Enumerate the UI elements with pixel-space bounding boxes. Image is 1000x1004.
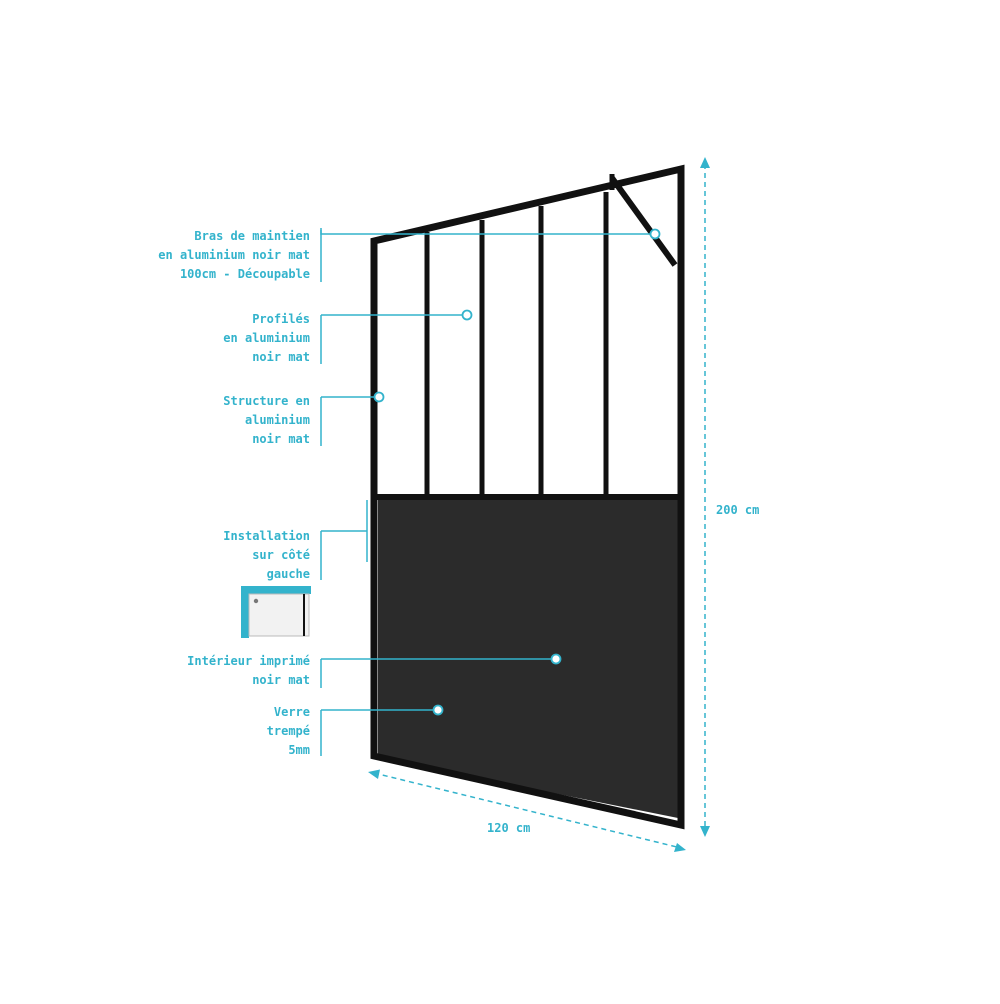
shower-tray-plan-icon: [241, 586, 311, 638]
tray-wall-left: [241, 586, 249, 638]
label-texts: Bras de maintien en aluminium noir mat 1…: [158, 229, 310, 757]
label-structure-2: aluminium: [245, 413, 310, 427]
width-label: 120 cm: [487, 821, 530, 835]
label-bras-2: en aluminium noir mat: [158, 248, 310, 262]
label-bras-1: Bras de maintien: [194, 229, 310, 243]
mullions: [424, 192, 609, 497]
clear-glass-panel: [374, 169, 681, 497]
dot-bras: [649, 228, 661, 240]
height-arrow-bottom: [700, 826, 710, 837]
label-interieur-1: Intérieur imprimé: [187, 654, 310, 668]
label-verre-2: trempé: [267, 724, 310, 738]
height-arrow-top: [700, 157, 710, 168]
label-verre-1: Verre: [274, 705, 310, 719]
dot-verre: [432, 704, 444, 716]
label-profiles-2: en aluminium: [223, 331, 310, 345]
dot-interieur: [550, 653, 562, 665]
label-structure-1: Structure en: [223, 394, 310, 408]
tray-drain: [253, 598, 259, 604]
width-arrow-right: [674, 843, 686, 852]
tray-basin: [248, 593, 310, 637]
support-arm: [609, 176, 678, 267]
label-bras-3: 100cm - Découpable: [180, 267, 310, 281]
height-dimension: [700, 157, 710, 837]
leader-lines: [320, 228, 655, 756]
callout-dots: [373, 228, 661, 716]
label-profiles-1: Profilés: [252, 312, 310, 326]
width-arrow-left: [368, 769, 380, 779]
label-installation-3: gauche: [267, 567, 310, 581]
label-structure-3: noir mat: [252, 432, 310, 446]
label-profiles-3: noir mat: [252, 350, 310, 364]
label-interieur-2: noir mat: [252, 673, 310, 687]
label-verre-3: 5mm: [288, 743, 310, 757]
label-installation-1: Installation: [223, 529, 310, 543]
dot-profiles: [461, 309, 473, 321]
outer-frame: [370, 164, 685, 830]
height-label: 200 cm: [716, 503, 759, 517]
width-dimension: [368, 769, 686, 852]
width-dashed-line: [373, 772, 682, 849]
label-installation-2: sur côté: [252, 548, 310, 562]
tray-wall-top: [241, 586, 311, 594]
dot-structure: [373, 391, 385, 403]
